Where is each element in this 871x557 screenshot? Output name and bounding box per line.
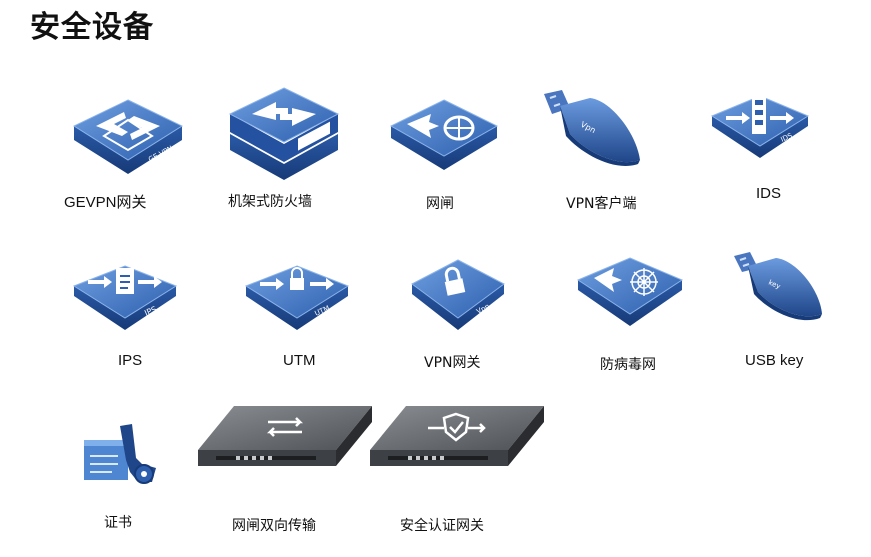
network-gatekeeper-icon	[389, 99, 499, 170]
gevpn-gateway-icon: GE VPN	[72, 99, 184, 174]
certificate-icon	[84, 424, 156, 484]
usb-key-icon: key	[734, 252, 822, 321]
device-label: IPS	[118, 352, 143, 369]
device-label: IDS	[756, 185, 782, 202]
device-label: GEVPN网关	[64, 194, 147, 211]
security-auth-gateway-icon	[370, 406, 544, 466]
device-label: 防病毒网	[600, 357, 656, 373]
device-label: USB key	[745, 352, 804, 369]
device-label: 安全认证网关	[400, 518, 484, 534]
device-label: 机架式防火墙	[228, 194, 312, 210]
device-label: VPN网关	[424, 355, 481, 371]
device-label: 网闸	[426, 196, 454, 212]
vpn-client-usb-icon: Vpn	[544, 90, 640, 166]
antivirus-gateway-icon	[576, 257, 684, 326]
page-title: 安全设备	[30, 10, 154, 45]
ids-icon: IDS	[710, 94, 810, 158]
device-label: 网闸双向传输	[232, 518, 316, 534]
device-label: UTM	[283, 352, 316, 369]
utm-icon: UTM	[244, 265, 350, 330]
vpn-gateway-icon: Vpn	[411, 259, 505, 330]
ips-icon: IPS	[72, 265, 178, 330]
device-label: VPN客户端	[566, 196, 637, 212]
rack-firewall-icon	[228, 87, 340, 180]
device-label: 证书	[104, 515, 132, 531]
bidirectional-gatekeeper-icon	[198, 406, 372, 466]
